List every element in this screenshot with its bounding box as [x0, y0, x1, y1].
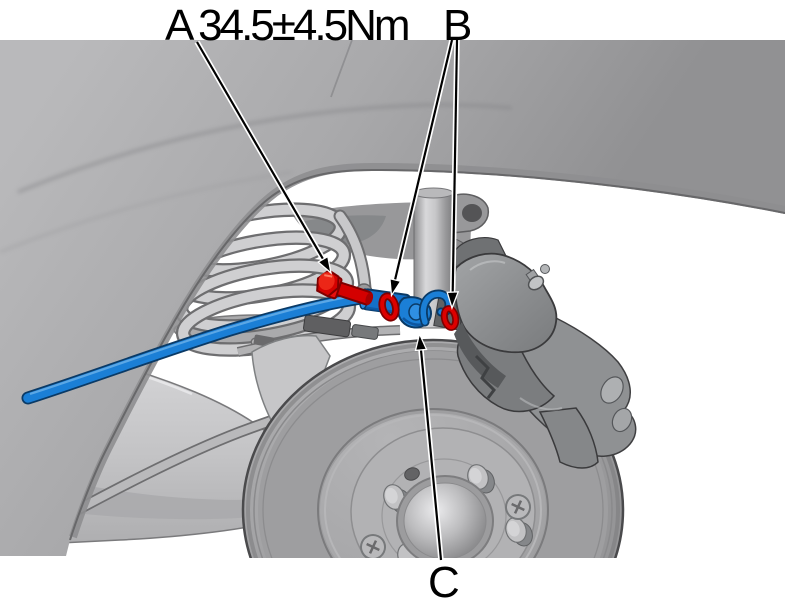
strut-ear-hole [462, 204, 482, 222]
leader-line-c [414, 332, 444, 561]
hub-bore-dome [403, 482, 487, 558]
arrowhead-c [414, 332, 428, 352]
hub-pilot-hole [404, 467, 420, 481]
arrowhead-b2 [446, 291, 460, 310]
leader-line-b1 [389, 39, 455, 298]
callout-label-b: B [443, 1, 472, 50]
union-bolt [316, 269, 374, 306]
leader-line-b2 [446, 39, 460, 310]
panel-seam [330, 39, 353, 98]
caliper-bottom-tip [538, 407, 599, 469]
caliper-shadow [454, 322, 506, 388]
arch-lip-band [69, 162, 785, 539]
callout-label-c: C [428, 558, 460, 601]
pad-spring [474, 354, 496, 399]
braking-surface [258, 351, 608, 558]
fender-crease-2 [0, 170, 293, 254]
sealing-washer-2 [440, 305, 460, 331]
caliper-lower-body [456, 328, 556, 413]
arrowhead-b1 [389, 277, 402, 298]
disc-retaining-screws [360, 494, 531, 558]
callout-label-a: A 34.5±4.5Nm [165, 1, 408, 50]
leader-line-a [194, 40, 332, 275]
leader-lines [194, 39, 460, 561]
arrowhead-a [317, 255, 332, 275]
sealing-washer-1 [378, 292, 400, 322]
brake-caliper [433, 237, 637, 469]
bleeder-screw [525, 264, 550, 291]
